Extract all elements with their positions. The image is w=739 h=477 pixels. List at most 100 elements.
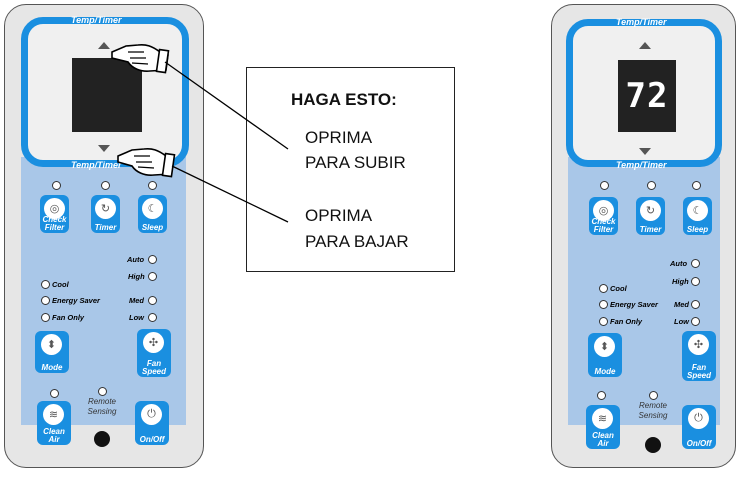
leader-line-up (164, 61, 289, 150)
fan-high-led-right (691, 277, 700, 286)
temperature-display-right: 72 (618, 60, 676, 132)
control-panel-left: Temp/Timer Temp/Timer ◎ Check Filter ↻ T… (4, 4, 204, 468)
power-icon: ⏻ (688, 408, 709, 429)
remote-sensing-label: Remote Sensing (87, 397, 117, 416)
temp-up-arrow[interactable] (98, 42, 110, 49)
remote-sensor-right (645, 437, 661, 453)
mode-label: Mode (41, 363, 63, 372)
temp-up-arrow-right[interactable] (639, 42, 651, 49)
check-filter-label-right: Check Filter (591, 217, 616, 234)
cool-label: Cool (52, 280, 69, 289)
mode-button-right[interactable]: ⬍ Mode (588, 333, 622, 377)
fan-high-label-right: High (672, 277, 689, 286)
callout-title: HAGA ESTO: (291, 90, 397, 109)
up-down-icon: ⬍ (41, 334, 62, 355)
fan-icon: ✣ (688, 334, 709, 355)
fan-auto-led-right (691, 259, 700, 268)
pointing-hand-down-icon (117, 147, 176, 178)
sleep-led-right (692, 181, 701, 190)
temp-timer-label-bottom-right: Temp/Timer (616, 160, 667, 170)
temp-down-arrow[interactable] (98, 145, 110, 152)
fan-only-label-right: Fan Only (610, 317, 643, 326)
timer-icon: ↻ (640, 200, 661, 221)
remote-sensing-label-right: Remote Sensing (638, 401, 668, 420)
fan-speed-button-right[interactable]: ✣ Fan Speed (682, 331, 716, 381)
mode-label-right: Mode (594, 367, 616, 376)
cool-led (41, 280, 50, 289)
fan-high-label: High (128, 272, 145, 281)
temp-down-arrow-right[interactable] (639, 148, 651, 155)
mode-button[interactable]: ⬍ Mode (35, 331, 69, 373)
cool-label-right: Cool (610, 284, 627, 293)
energy-saver-led-right (599, 300, 608, 309)
fan-med-label: Med (129, 296, 144, 305)
check-filter-button-right[interactable]: ◎ Check Filter (589, 197, 618, 235)
clean-air-led (50, 389, 59, 398)
cool-led-right (599, 284, 608, 293)
sleep-led (148, 181, 157, 190)
fan-auto-led (148, 255, 157, 264)
timer-icon: ↻ (95, 198, 116, 219)
filter-icon: ◎ (593, 200, 614, 221)
clean-air-label-right: Clean Air (592, 431, 614, 448)
check-filter-led-right (600, 181, 609, 190)
clean-air-button[interactable]: ≋ Clean Air (37, 401, 71, 445)
control-panel-right: Temp/Timer Temp/Timer 72 ◎ Check Filter … (551, 4, 736, 468)
fan-speed-label: Fan Speed (141, 359, 166, 376)
fan-only-label: Fan Only (52, 313, 85, 322)
energy-saver-led (41, 296, 50, 305)
temp-timer-label-top-right: Temp/Timer (616, 17, 667, 27)
down-line-2: PARA BAJAR (305, 232, 409, 251)
timer-button-right[interactable]: ↻ Timer (636, 197, 665, 235)
temperature-value: 72 (625, 76, 669, 116)
sleep-button-right[interactable]: ☾ Sleep (683, 197, 712, 235)
pointing-hand-up-icon (111, 43, 170, 74)
remote-sensing-led (98, 387, 107, 396)
moon-icon: ☾ (687, 200, 708, 221)
fan-low-label-right: Low (674, 317, 689, 326)
fan-icon: ✣ (143, 332, 164, 353)
energy-saver-label-right: Energy Saver (610, 300, 658, 309)
fan-med-label-right: Med (674, 300, 689, 309)
remote-sensor (94, 431, 110, 447)
sleep-label: Sleep (141, 223, 164, 232)
power-icon: ⏻ (141, 404, 162, 425)
down-line-1: OPRIMA (305, 206, 373, 225)
leader-line-down (171, 165, 289, 223)
fan-auto-label-right: Auto (670, 259, 688, 268)
temp-timer-label-top: Temp/Timer (71, 15, 122, 25)
clean-air-icon: ≋ (592, 408, 613, 429)
clean-air-button-right[interactable]: ≋ Clean Air (586, 405, 620, 449)
timer-label-right: Timer (639, 225, 662, 234)
fan-med-led (148, 296, 157, 305)
fan-speed-label-right: Fan Speed (686, 363, 711, 380)
up-line-1: OPRIMA (305, 128, 373, 147)
on-off-button-right[interactable]: ⏻ On/Off (682, 405, 716, 449)
on-off-label-right: On/Off (686, 439, 712, 448)
fan-speed-button[interactable]: ✣ Fan Speed (137, 329, 171, 377)
fan-low-label: Low (129, 313, 144, 322)
check-filter-label: Check Filter (42, 215, 67, 232)
fan-med-led-right (691, 300, 700, 309)
temp-timer-label-bottom: Temp/Timer (71, 160, 122, 170)
moon-icon: ☾ (142, 198, 163, 219)
timer-button[interactable]: ↻ Timer (91, 195, 120, 233)
filter-icon: ◎ (44, 198, 65, 219)
clean-air-icon: ≋ (43, 404, 64, 425)
clean-air-label: Clean Air (43, 427, 65, 444)
clean-air-led-right (597, 391, 606, 400)
check-filter-button[interactable]: ◎ Check Filter (40, 195, 69, 233)
fan-low-led-right (691, 317, 700, 326)
timer-label: Timer (94, 223, 117, 232)
remote-sensing-led-right (649, 391, 658, 400)
temperature-display (72, 58, 142, 132)
on-off-button[interactable]: ⏻ On/Off (135, 401, 169, 445)
sleep-button[interactable]: ☾ Sleep (138, 195, 167, 233)
timer-led-right (647, 181, 656, 190)
energy-saver-label: Energy Saver (52, 296, 100, 305)
instruction-callout: HAGA ESTO: OPRIMA PARA SUBIR OPRIMA PARA… (246, 67, 455, 272)
fan-low-led (148, 313, 157, 322)
fan-high-led (148, 272, 157, 281)
check-filter-led (52, 181, 61, 190)
